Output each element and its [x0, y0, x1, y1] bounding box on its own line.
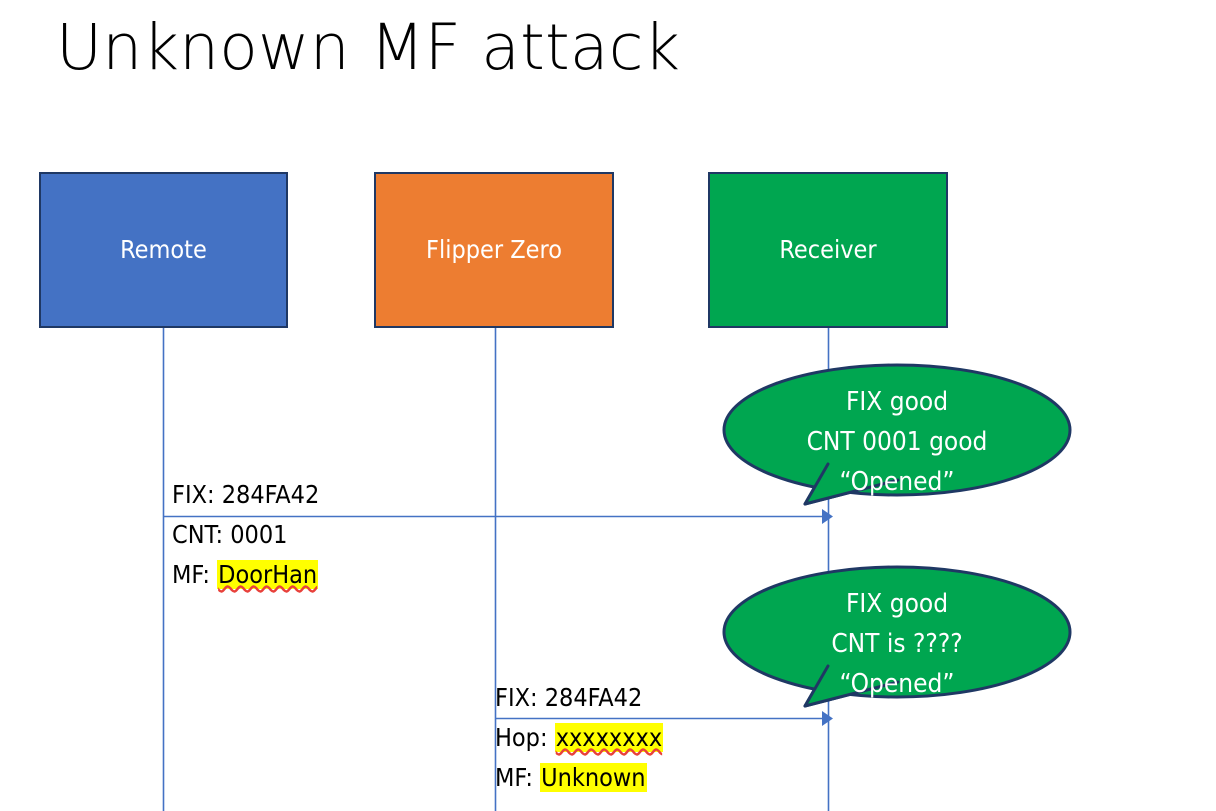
message-line-label: MF:: [495, 763, 541, 792]
actor-label-receiver: Receiver: [779, 235, 877, 264]
message-line: Hop: xxxxxxxx: [495, 718, 664, 758]
message-line: MF: DoorHan: [172, 555, 319, 595]
message-line-label: FIX:: [172, 480, 222, 509]
message-arrow-remote-to-receiver: [163, 509, 833, 524]
message-label-flipper-to-receiver: FIX: 284FA42 Hop: xxxxxxxx MF: Unknown: [495, 678, 664, 798]
message-line-value: 0001: [230, 520, 288, 549]
message-line-value-highlighted: xxxxxxxx: [554, 723, 664, 752]
message-line: FIX: 284FA42: [495, 678, 663, 718]
message-line-value: 284FA42: [544, 683, 643, 712]
message-arrow-flipper-to-receiver: [495, 711, 833, 726]
actor-box-flipper[interactable]: Flipper Zero: [374, 172, 614, 328]
message-line-value: 284FA42: [221, 480, 320, 509]
message-label-remote-to-receiver: FIX: 284FA42 CNT: 0001 MF: DoorHan: [172, 475, 319, 595]
callout-bubble-first-response[interactable]: FIX good CNT 0001 good “Opened”: [722, 363, 1072, 506]
actor-box-remote[interactable]: Remote: [39, 172, 288, 328]
message-line-value-highlighted: Unknown: [540, 763, 647, 792]
message-line-value-highlighted: DoorHan: [217, 560, 319, 589]
actor-label-remote: Remote: [120, 235, 207, 264]
callout-shape: [722, 565, 1072, 708]
slide-title: Unknown MF attack: [56, 11, 681, 84]
callout-bubble-second-response[interactable]: FIX good CNT is ???? “Opened”: [722, 565, 1072, 708]
message-line-label: Hop:: [495, 723, 555, 752]
message-line-label: FIX:: [495, 683, 545, 712]
message-line-label: CNT:: [172, 520, 231, 549]
actor-box-receiver[interactable]: Receiver: [708, 172, 948, 328]
message-line-label: MF:: [172, 560, 218, 589]
message-line: MF: Unknown: [495, 758, 663, 798]
message-line: FIX: 284FA42: [172, 475, 319, 515]
message-line: CNT: 0001: [172, 515, 319, 555]
callout-shape: [722, 363, 1072, 506]
actor-label-flipper: Flipper Zero: [426, 235, 562, 264]
